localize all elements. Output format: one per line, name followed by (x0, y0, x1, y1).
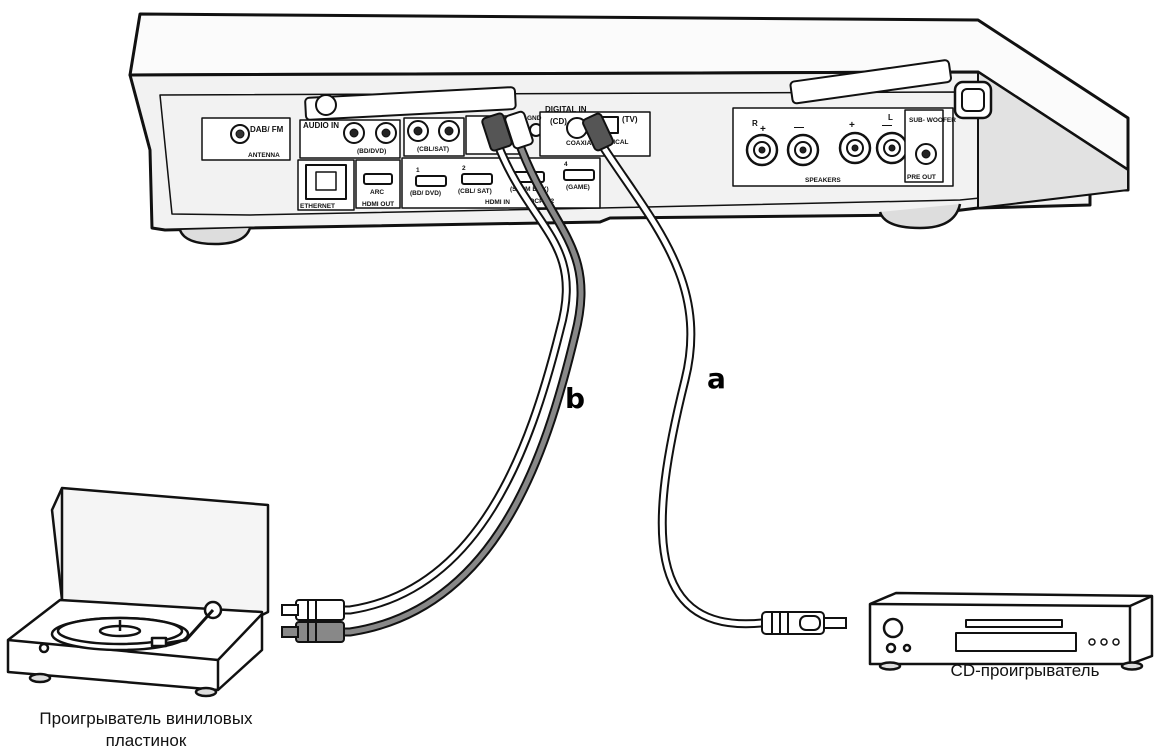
cd-player (870, 593, 1152, 670)
turntable-caption: Проигрыватель виниловых пластинок (0, 708, 292, 752)
audio-in-label: AUDIO IN (303, 121, 339, 130)
speaker-r-label: R (752, 119, 758, 128)
speaker-l-plus: + (849, 120, 855, 131)
speaker-r-minus: — (794, 122, 804, 133)
digital-in-tv-label: (TV) (622, 115, 638, 124)
digital-in-cd-label: (CD) (550, 117, 567, 126)
cable-a-label: a (707, 362, 726, 395)
hdmi-out-label: HDMI OUT (362, 201, 394, 208)
hdmi-arc-label: ARC (370, 189, 384, 196)
speaker-l-minus: — (882, 120, 892, 131)
digital-in-label: DIGITAL IN (545, 105, 587, 114)
speaker-r-plus: + (760, 124, 766, 135)
hdmi-in-1-num: 1 (416, 167, 420, 174)
rca-plugs-turntable (282, 600, 344, 642)
hdmi-in-2-num: 2 (462, 165, 466, 172)
audio-in-bd-dvd-label: (BD/DVD) (357, 148, 386, 155)
hdmi-in-4-num: 4 (564, 161, 568, 168)
speakers-label: SPEAKERS (805, 177, 841, 184)
audio-in-cbl-sat-label: (CBL/SAT) (417, 146, 449, 153)
antenna-dab-fm-label: DAB/ FM (250, 125, 284, 134)
hdmi-in-4-name: (GAME) (566, 184, 590, 191)
pre-out-label: PRE OUT (907, 174, 936, 181)
gnd-label: GND (527, 115, 542, 122)
turntable (8, 488, 268, 696)
hdmi-in-label: HDMI IN (485, 199, 510, 206)
cable-b-label: b (565, 382, 585, 415)
ethernet-label: ETHERNET (300, 203, 335, 210)
cd-player-caption: CD-проигрыватель (925, 660, 1125, 682)
antenna-label: ANTENNA (248, 152, 280, 159)
hdmi-in-1-name: (BD/ DVD) (410, 190, 441, 197)
rca-plug-cd (762, 612, 846, 634)
hdmi-in-2-name: (CBL/ SAT) (458, 188, 492, 195)
subwoofer-label: SUB- WOOFER (909, 117, 956, 124)
